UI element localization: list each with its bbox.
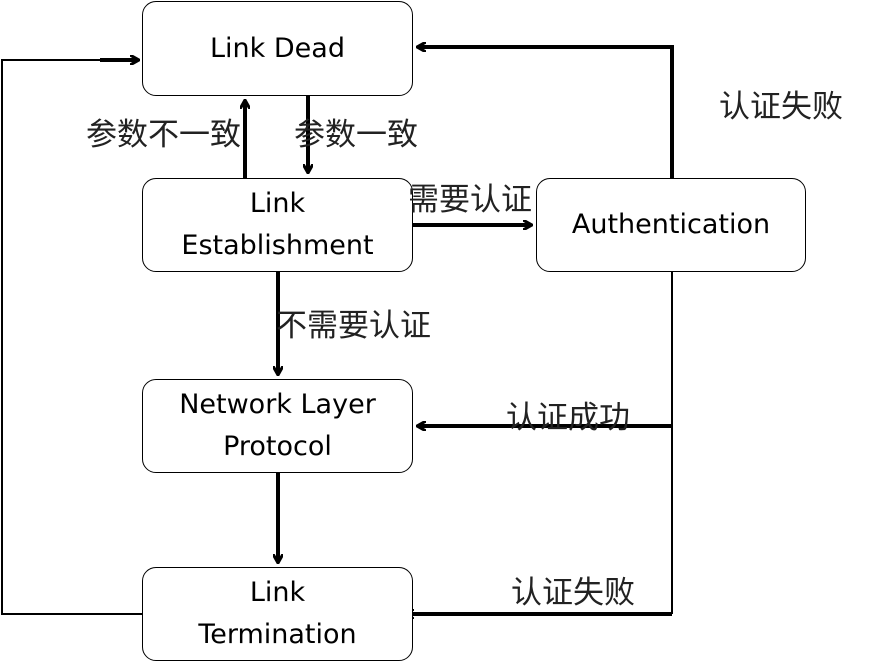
label-params-mismatch: 参数不一致	[86, 117, 241, 153]
node-link-termination-line1: Link	[249, 577, 306, 609]
node-network-layer-protocol-line1: Network Layer	[179, 389, 376, 421]
node-link-establishment: Link Establishment	[142, 178, 413, 272]
node-authentication-label: Authentication	[571, 209, 771, 241]
label-params-match: 参数一致	[294, 117, 418, 153]
label-auth-failed-bottom: 认证失败	[511, 575, 635, 611]
label-no-auth-required: 不需要认证	[276, 308, 431, 344]
node-authentication: Authentication	[536, 178, 806, 272]
label-auth-required: 需要认证	[408, 182, 532, 218]
node-network-layer-protocol: Network Layer Protocol	[142, 379, 413, 473]
node-link-termination: Link Termination	[142, 567, 413, 661]
node-link-establishment-line2: Establishment	[181, 230, 374, 261]
edge-auth-failed-top	[418, 47, 674, 178]
node-network-layer-protocol-line2: Protocol	[223, 431, 332, 462]
node-link-dead-label: Link Dead	[210, 32, 345, 64]
label-auth-success: 认证成功	[506, 400, 630, 436]
label-auth-failed-top: 认证失败	[719, 89, 843, 125]
node-link-termination-line2: Termination	[198, 619, 357, 650]
node-link-establishment-line1: Link	[249, 188, 306, 220]
edge-termination-to-dead	[1, 59, 142, 615]
node-link-dead: Link Dead	[142, 1, 413, 96]
